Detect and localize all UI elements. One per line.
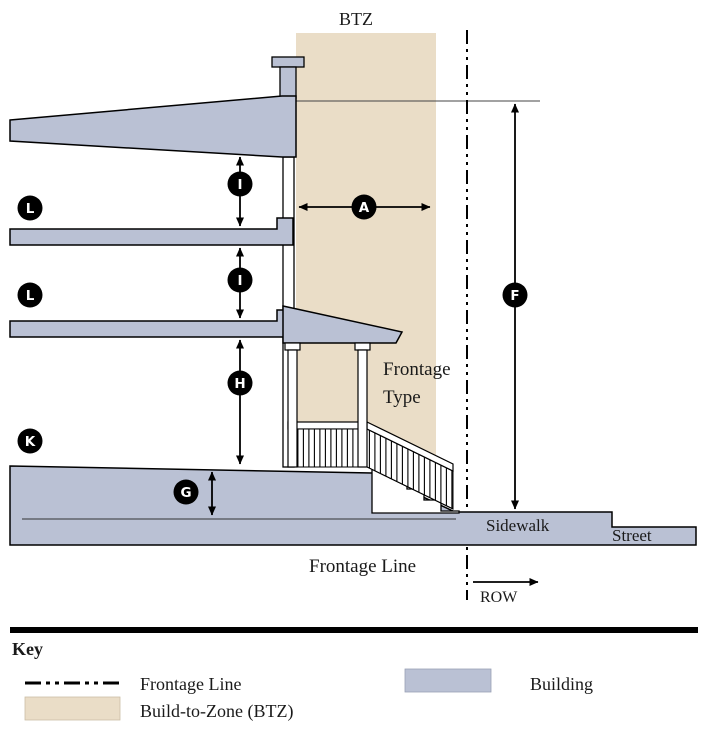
key-building-label: Building bbox=[530, 674, 593, 694]
porch-roof bbox=[282, 305, 404, 344]
roof-cap bbox=[271, 56, 305, 68]
key-btz-swatch bbox=[24, 696, 121, 721]
frontage-line-label: Frontage Line bbox=[309, 556, 416, 577]
porch-railing-top-rail bbox=[287, 421, 368, 430]
key-divider bbox=[10, 627, 698, 633]
dim-f-badge bbox=[502, 282, 528, 308]
marker-k: K bbox=[17, 428, 43, 454]
marker-l-upper: L bbox=[17, 195, 43, 221]
key-btz-label: Build-to-Zone (BTZ) bbox=[140, 701, 293, 722]
dim-g: G bbox=[173, 471, 216, 516]
marker-k-badge bbox=[17, 428, 43, 454]
roof-mast bbox=[279, 66, 297, 99]
dim-f-letter: F bbox=[510, 288, 519, 304]
dim-a-badge bbox=[351, 194, 377, 220]
street-label: Street bbox=[612, 526, 652, 545]
dim-h: H bbox=[227, 339, 253, 465]
building-roof bbox=[9, 95, 297, 158]
floor-slab-lower bbox=[9, 309, 294, 338]
key-title: Key bbox=[12, 639, 43, 659]
porch-railing-balusters bbox=[289, 428, 366, 468]
dim-g-letter: G bbox=[180, 485, 191, 501]
dim-h-letter: H bbox=[234, 376, 245, 392]
marker-l-lower: L bbox=[17, 282, 43, 308]
ground-grade bbox=[9, 465, 697, 546]
dim-i-upper-letter: I bbox=[237, 177, 242, 193]
frontage-type-label-line1: Frontage bbox=[383, 359, 451, 380]
dim-i-lower-badge bbox=[227, 267, 253, 293]
dim-f: F bbox=[502, 103, 528, 510]
porch-column-right-capital bbox=[354, 342, 371, 351]
marker-l-upper-badge bbox=[17, 195, 43, 221]
dim-h-badge bbox=[227, 370, 253, 396]
floor-slab-upper bbox=[9, 217, 294, 246]
dim-i-upper-badge bbox=[227, 171, 253, 197]
marker-l-lower-letter: L bbox=[26, 288, 35, 304]
porch-column-left-capital bbox=[284, 342, 301, 351]
porch-column-right bbox=[354, 342, 371, 468]
dim-a-letter: A bbox=[359, 200, 370, 216]
porch-column-left-shaft bbox=[287, 349, 298, 468]
porch-column-right-shaft bbox=[357, 349, 368, 468]
key-frontage-line-label: Frontage Line bbox=[140, 674, 241, 694]
btz-label: BTZ bbox=[339, 9, 373, 29]
marker-l-lower-badge bbox=[17, 282, 43, 308]
marker-l-upper-letter: L bbox=[26, 201, 35, 217]
dim-a: A bbox=[298, 194, 431, 220]
dim-i-lower-letter: I bbox=[237, 273, 242, 289]
row-label: ROW bbox=[480, 589, 518, 606]
dim-i-lower: I bbox=[227, 247, 253, 319]
dim-g-badge bbox=[173, 479, 199, 505]
dim-i-upper: I bbox=[227, 156, 253, 227]
key-building-swatch bbox=[404, 668, 492, 693]
frontage-type-label-line2: Type bbox=[383, 387, 421, 408]
porch-column-left bbox=[284, 342, 301, 468]
marker-k-letter: K bbox=[25, 434, 36, 450]
sidewalk-label: Sidewalk bbox=[486, 516, 550, 535]
